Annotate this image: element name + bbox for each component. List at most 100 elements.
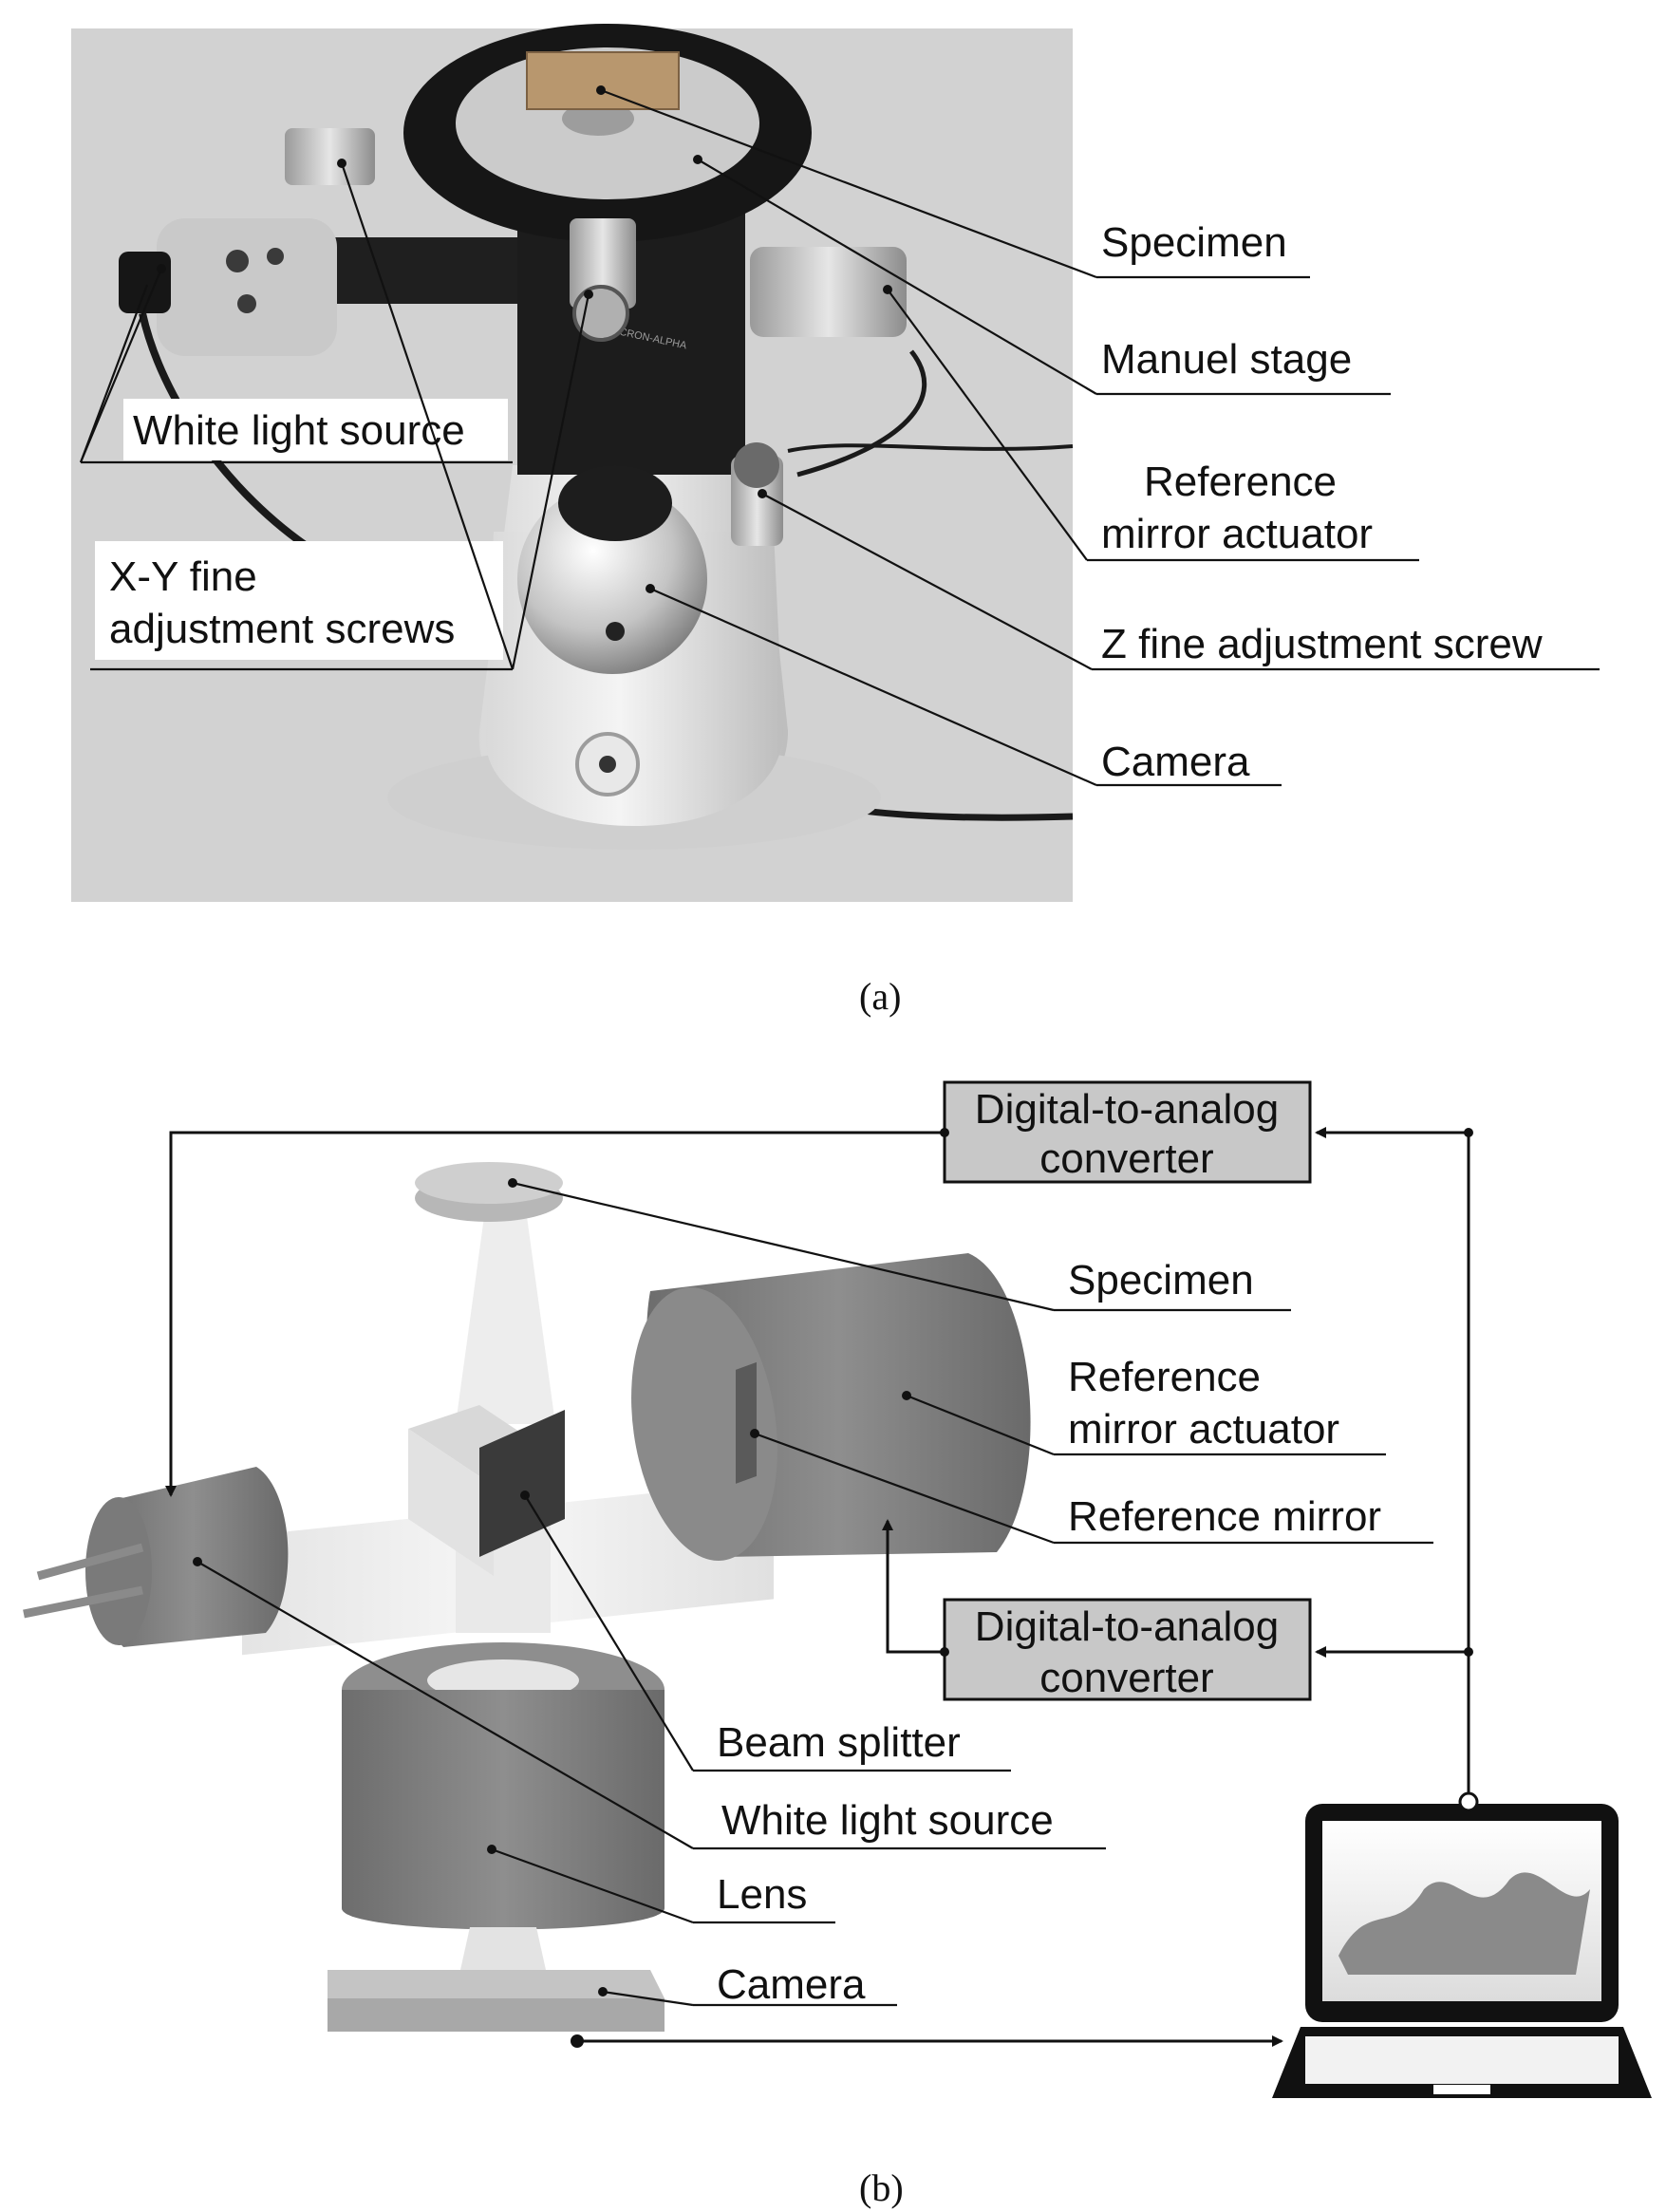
camera-port (606, 622, 625, 641)
lens-cylinder-body (342, 1690, 665, 1930)
photo-stage-leader (697, 159, 1097, 395)
camera-sphere (517, 484, 707, 674)
dac-top: Digital-to-analog converter (943, 1080, 1312, 1184)
photo-specimen-dot (596, 85, 606, 95)
camera-sensor-top (328, 1970, 665, 1998)
xy-screw-front-end (572, 285, 629, 342)
xy-dot-1 (337, 159, 346, 168)
white-light-leader-1 (79, 284, 149, 463)
dac-top-line2: converter (1039, 1135, 1213, 1182)
photo-camera-dot (646, 584, 655, 593)
xy-screw-left (285, 128, 375, 185)
photo-camera-leader (649, 587, 1097, 787)
sch-refmirror-leader (754, 1432, 1055, 1545)
camera-sensor-front (328, 1998, 665, 2032)
xy-label-line2: adjustment screws (109, 606, 455, 652)
white-light-dot (157, 264, 166, 273)
photo-stage-label: Manuel stage (1101, 336, 1352, 383)
wire-junction-top (1464, 1128, 1473, 1137)
light-source-face (85, 1497, 152, 1645)
photo-zscrew-leader (761, 493, 1093, 670)
sch-whitelight-label: White light source (721, 1797, 1054, 1844)
actuator-cylinder-face (631, 1287, 777, 1561)
caption-b: (b) (859, 2166, 904, 2209)
sch-beamsplitter-label: Beam splitter (717, 1719, 961, 1766)
photo-actuator-dot (883, 285, 892, 294)
actuator-cable (796, 349, 927, 478)
white-light-label-box (123, 399, 508, 460)
beam-splitter-cube-front (408, 1429, 494, 1576)
laptop-surface-plot (1338, 1872, 1590, 1975)
camera-output-port (571, 2034, 584, 2048)
camera-aperture (558, 465, 672, 541)
sch-camera-leader (602, 1990, 694, 2007)
beam-splitter-plate (479, 1410, 565, 1557)
specimen-disc-top (415, 1162, 563, 1204)
sch-actuator-label-1: Reference (1068, 1354, 1261, 1400)
z-screw-top (734, 442, 779, 488)
photo-labels: White light source X-Y fine adjustment s… (79, 85, 1600, 787)
laptop-top-port (1458, 1791, 1479, 1812)
white-light-leader-2 (79, 268, 163, 463)
sch-specimen-leader (512, 1181, 1055, 1312)
dac-top-line1: Digital-to-analog (975, 1086, 1279, 1133)
wire-junction-bottom (1464, 1647, 1473, 1657)
caption-a: (a) (859, 975, 901, 1018)
power-switch-knob (599, 756, 616, 773)
sch-whitelight-leader (197, 1561, 694, 1849)
housing-hole-3 (237, 294, 256, 313)
photo-actuator-label-2: mirror actuator (1101, 511, 1373, 557)
xy-screw-front (570, 218, 636, 309)
sch-lens-leader (491, 1847, 694, 1924)
photo-zscrew-label: Z fine adjustment screw (1101, 621, 1543, 667)
dac-bottom-line2: converter (1039, 1655, 1213, 1701)
sch-actuator-leader (906, 1394, 1055, 1456)
light-source-tube (318, 237, 517, 304)
light-cone-lower (460, 1927, 546, 1970)
wiring (165, 1127, 1473, 2047)
wire-dac-bottom-to-actuator (882, 1519, 945, 1654)
wire-dac-top-node (940, 1128, 949, 1137)
xy-dot-2 (584, 290, 593, 299)
housing-hole-1 (226, 250, 249, 272)
sch-beamsplitter-leader (524, 1494, 694, 1771)
photo-actuator-leader (887, 289, 1088, 561)
xy-leader-1 (340, 162, 515, 670)
reference-mirror-plate (736, 1361, 757, 1484)
laptop-touchpad (1433, 2085, 1490, 2094)
dac-top-box (943, 1080, 1312, 1184)
xy-leader-2 (511, 293, 590, 670)
schematic-panel (23, 1162, 1652, 2098)
sch-specimen-label: Specimen (1068, 1257, 1254, 1303)
xy-label-box (95, 541, 503, 660)
schematic-labels: Specimen Reference mirror actuator Refer… (197, 1181, 1433, 2008)
xy-label-line1: X-Y fine (109, 553, 257, 600)
dac-bottom-line1: Digital-to-analog (975, 1603, 1279, 1650)
sch-actuator-label-2: mirror actuator (1068, 1406, 1339, 1453)
white-light-label: White light source (133, 407, 465, 454)
light-source-pin-2 (23, 1585, 143, 1619)
photo-specimen-label: Specimen (1101, 219, 1287, 266)
photo-camera-label: Camera (1101, 739, 1250, 785)
sch-refmirror-label: Reference mirror (1068, 1493, 1381, 1540)
light-cone-upper (456, 1182, 555, 1424)
photo-actuator-label-1: Reference (1144, 459, 1337, 505)
sch-lens-label: Lens (717, 1871, 807, 1918)
photo-panel: MICRON-ALPHA (71, 24, 1074, 902)
photo-specimen-leader (600, 88, 1097, 279)
side-cable (787, 443, 1074, 453)
sch-camera-label: Camera (717, 1961, 866, 2008)
specimen-block (526, 51, 680, 110)
light-source-housing (157, 218, 337, 356)
actuator-knob (750, 247, 907, 337)
wire-dac-top-to-source (165, 1131, 945, 1497)
wire-dac-bottom-node (940, 1647, 949, 1657)
light-source-cap (119, 252, 171, 313)
light-source-pin-1 (36, 1543, 144, 1581)
housing-hole-2 (267, 248, 284, 265)
dac-bottom-box (943, 1598, 1312, 1701)
dac-bottom: Digital-to-analog converter (943, 1598, 1312, 1701)
photo-stage-dot (693, 155, 702, 164)
laptop-keyboard (1305, 2036, 1619, 2084)
